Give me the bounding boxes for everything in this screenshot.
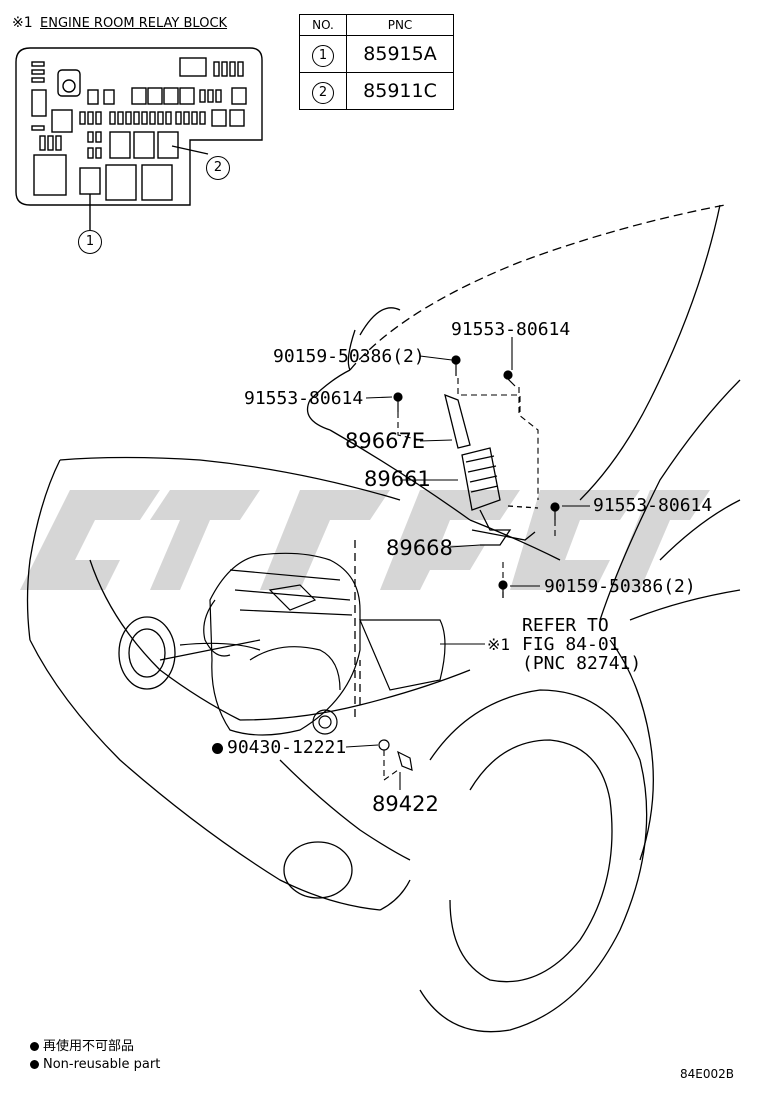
figure-code: 84E002B [680,1067,734,1081]
row-no-cell: 1 [299,35,347,73]
bolts [378,355,560,771]
callout-bubble-2: 2 [206,156,230,180]
bolt-icon [451,355,461,365]
circled-number: 2 [312,81,334,104]
relay-block-mark: ※1 [12,15,33,31]
leader-lines [345,337,590,790]
relay-block-inset [15,47,263,230]
bolt-icon [393,392,403,402]
pnc-table-header: NO. PNC [299,14,454,36]
table-row: 1 85915A [299,35,454,73]
label-bolt-right: 91553-80614 [593,495,713,516]
refer-line-2: FIG 84-01 [522,634,620,655]
relay-block-title: ENGINE ROOM RELAY BLOCK [40,16,228,31]
refer-line-1: REFER TO [522,615,609,636]
label-bolt-top-right: 91553-80614 [451,319,571,340]
label-part-89661: 89661 [364,467,431,491]
car-outline [26,204,741,1033]
bolt-icon [550,502,560,512]
legend-jp: 再使用不可部品 [30,1040,134,1053]
callout-bubble-1: 1 [78,230,102,254]
row-no-cell: 2 [299,72,347,110]
label-part-89422: 89422 [372,792,439,816]
legend-en: Non-reusable part [30,1058,160,1071]
sensor-assembly [444,393,539,546]
sensor-89422-icon [397,750,413,771]
nonreusable-dot-icon [212,742,223,754]
refer-mark: ※1 [487,635,511,654]
circled-number: 1 [312,44,334,67]
label-bolt-lower-right: 90159-50386(2) [544,576,696,597]
label-part-89667e: 89667E [345,429,426,453]
label-part-89668: 89668 [386,536,453,560]
legend-dot-icon [30,1060,39,1069]
nonreusable-part-number: 90430-12221 [227,737,347,758]
label-bolt-left: 91553-80614 [244,388,364,409]
col-pnc-header: PNC [346,14,454,36]
pnc-table: NO. PNC 1 85915A 2 85911C [299,14,454,110]
label-nonreusable-part: 90430-12221 [212,739,346,757]
washer-icon [378,739,390,751]
table-row: 2 85911C [299,72,454,110]
watermark-logo [20,490,710,590]
legend-en-text: Non-reusable part [43,1057,161,1072]
legend-dot-icon [30,1042,39,1051]
row-pnc-cell: 85915A [346,35,454,73]
engine-assembly [159,552,446,736]
legend-jp-text: 再使用不可部品 [43,1039,135,1054]
col-no-header: NO. [299,14,347,36]
refer-line-3: (PNC 82741) [522,653,642,674]
row-pnc-cell: 85911C [346,72,454,110]
label-bolt-top-left: 90159-50386(2) [273,346,425,367]
bolt-icon [503,370,513,380]
